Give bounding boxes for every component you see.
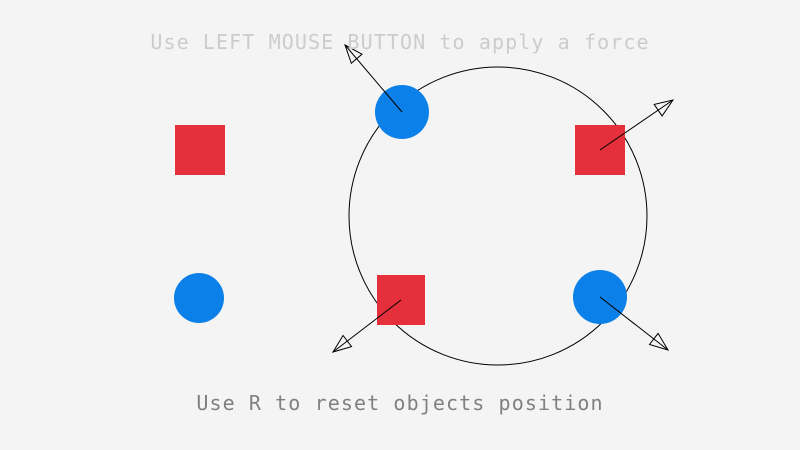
force-arrow-square-bottom-center xyxy=(331,299,402,353)
force-arrow-shaft xyxy=(599,99,674,151)
body-circle-bottom-left[interactable] xyxy=(174,273,224,323)
force-arrow-circle-bottom-right xyxy=(599,296,670,351)
bodies-layer[interactable] xyxy=(174,85,627,325)
force-arrow-shaft xyxy=(599,296,669,351)
force-arrow-head xyxy=(331,334,353,353)
force-arrow-square-top-right xyxy=(599,99,675,151)
force-arrow-shaft xyxy=(344,44,403,113)
body-square-top-left[interactable] xyxy=(175,125,225,175)
force-arrow-head xyxy=(648,332,670,351)
force-arrow-circle-top-center xyxy=(344,43,403,113)
force-arrows-layer xyxy=(331,43,675,353)
force-arrow-head xyxy=(653,99,675,117)
force-arrow-head xyxy=(344,43,363,65)
orbit-circle xyxy=(348,66,648,366)
force-arrow-shaft xyxy=(332,299,402,353)
